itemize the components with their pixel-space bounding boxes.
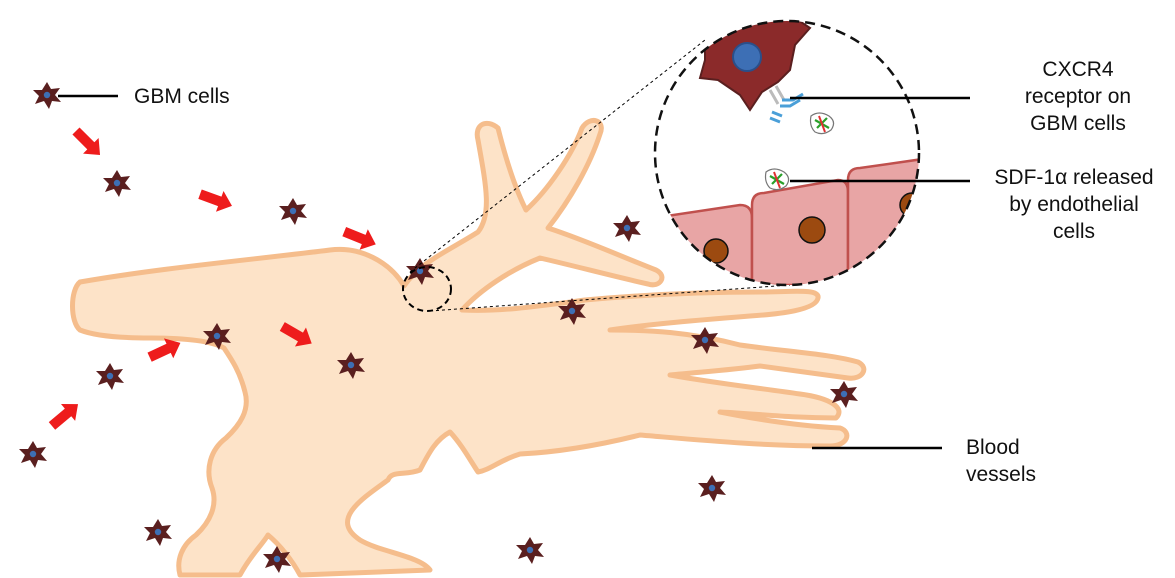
label-cxcr4-line-3: GBM cells <box>1003 110 1153 137</box>
label-blood-vessels-line-1: Blood <box>966 434 1036 461</box>
gbm-cell-icon <box>613 215 641 242</box>
label-blood-vessels-line-2: vessels <box>966 461 1036 488</box>
label-sdf1-line-2: by endothelial <box>975 191 1173 218</box>
gbm-cell-icon <box>103 170 131 197</box>
label-sdf1-line-1: SDF-1α released <box>975 164 1173 191</box>
gbm-cell-icon <box>698 475 726 502</box>
gbm-cell-icon <box>144 519 172 546</box>
label-cxcr4-receptor: CXCR4 receptor on GBM cells <box>1003 56 1153 137</box>
gbm-cell-icon <box>279 198 307 225</box>
label-cxcr4-line-2: receptor on <box>1003 83 1153 110</box>
gbm-cell-icon <box>516 537 544 564</box>
migration-arrow-icon <box>45 396 85 435</box>
migration-arrow-icon <box>68 123 108 163</box>
gbm-cell-icon <box>96 363 124 390</box>
endothelial-cell-icon <box>752 180 848 285</box>
migration-arrow-icon <box>196 184 235 216</box>
label-gbm-cells: GBM cells <box>134 83 230 110</box>
label-cxcr4-line-1: CXCR4 <box>1003 56 1153 83</box>
gbm-cell-icon <box>19 441 47 468</box>
label-blood-vessels: Blood vessels <box>966 434 1036 488</box>
label-sdf1: SDF-1α released by endothelial cells <box>975 164 1173 245</box>
zoom-inset <box>640 15 930 285</box>
gbm-cell-icon <box>33 82 61 109</box>
label-sdf1-line-3: cells <box>975 218 1173 245</box>
